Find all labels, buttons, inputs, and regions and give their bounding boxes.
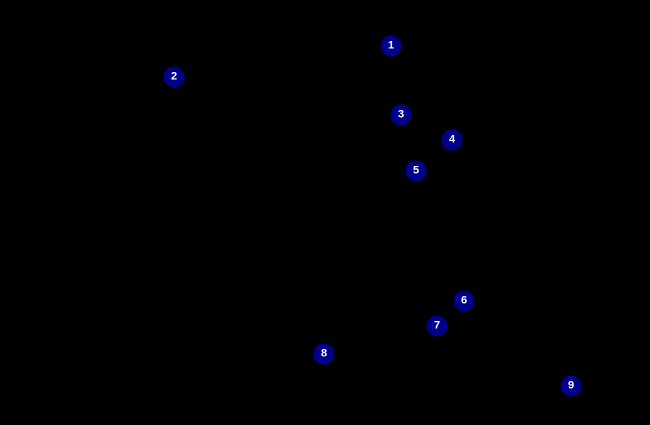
marker-number: 6	[460, 294, 468, 307]
numbered-marker-4[interactable]: 4	[441, 129, 463, 151]
numbered-marker-1[interactable]: 1	[380, 35, 402, 57]
marker-number: 1	[387, 39, 395, 52]
marker-number: 8	[320, 347, 328, 360]
marker-number: 9	[567, 379, 575, 392]
marker-number: 7	[433, 319, 441, 332]
numbered-marker-2[interactable]: 2	[163, 66, 185, 88]
numbered-marker-5[interactable]: 5	[405, 160, 427, 182]
numbered-marker-8[interactable]: 8	[313, 343, 335, 365]
numbered-marker-3[interactable]: 3	[390, 104, 412, 126]
marker-number: 3	[397, 108, 405, 121]
marker-number: 5	[412, 164, 420, 177]
marker-number: 4	[448, 133, 456, 146]
numbered-marker-7[interactable]: 7	[426, 315, 448, 337]
numbered-marker-9[interactable]: 9	[560, 375, 582, 397]
numbered-marker-6[interactable]: 6	[453, 290, 475, 312]
marker-number: 2	[170, 70, 178, 83]
